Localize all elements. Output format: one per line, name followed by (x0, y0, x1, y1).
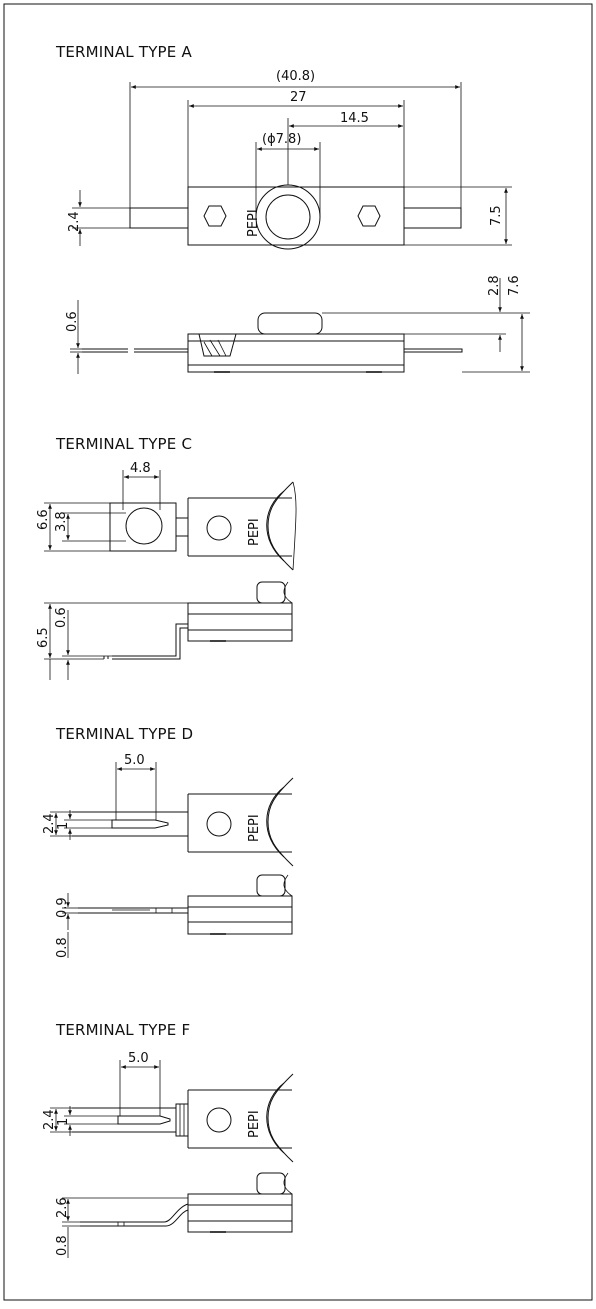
dim-tab-height: 2.4 (42, 813, 57, 834)
dim-body-height: 7.5 (489, 205, 504, 226)
body-hole-icon (206, 1107, 232, 1133)
type-a-side-view (82, 312, 463, 373)
type-f-dimensions: 5.0 2.4 1 (42, 1051, 161, 1136)
side-body (187, 602, 293, 642)
dim-body-length: 27 (290, 90, 307, 105)
left-tab (129, 207, 189, 229)
side-body (187, 1193, 293, 1233)
type-f-top-view: PEPI (72, 1073, 294, 1163)
body-hole-icon (206, 811, 232, 837)
dim-slot-length: 5.0 (124, 753, 145, 768)
dim-total-height: 7.6 (507, 275, 522, 296)
dim-button-diameter: (ϕ7.8) (262, 132, 301, 147)
logo-text: PEPI (247, 518, 262, 546)
dim-hole-width: 4.8 (130, 461, 151, 476)
dim-side-height: 6.5 (36, 627, 51, 648)
type-d-top-view: PEPI (72, 777, 294, 867)
type-a-dimensions: (40.8) 27 14.5 (ϕ7.8) 2.4 7.5 (67, 69, 512, 246)
type-a-top-view: PEPI (129, 184, 462, 250)
side-body (187, 895, 293, 935)
type-a-side-dimensions: 0.6 2.8 7.6 (65, 275, 530, 374)
side-button (256, 874, 286, 897)
section-title: TERMINAL TYPE F (55, 1021, 190, 1039)
dim-slot-width: 1 (56, 822, 71, 830)
type-f-side-dimensions: 2.6 0.8 (55, 1197, 188, 1258)
type-c-side-dimensions: 6.5 0.6 (36, 602, 188, 680)
section-title: TERMINAL TYPE D (55, 725, 193, 743)
dim-side-a: 2.6 (55, 1197, 70, 1218)
dim-hole-height: 3.8 (54, 511, 69, 532)
sheet-border (3, 3, 593, 1301)
logo-text: PEPI (247, 1110, 262, 1138)
type-d-side-dimensions: 0.9 0.8 (55, 893, 78, 958)
dim-button-height: 2.8 (487, 275, 502, 296)
dim-tab-height: 2.4 (67, 211, 82, 232)
terminal-slot (117, 1115, 171, 1125)
dim-side-b: 0.8 (55, 1235, 70, 1256)
body-hole-icon (206, 515, 232, 541)
type-c-top-view: PEPI (109, 481, 297, 571)
type-d-side-view (78, 874, 293, 935)
dim-side-b: 0.8 (55, 937, 70, 958)
right-hex-icon (357, 205, 381, 227)
section-type-f: TERMINAL TYPE F PEPI 5.0 2.4 (42, 1021, 294, 1258)
terminal-slot (111, 819, 169, 829)
dim-side-a: 0.9 (55, 897, 70, 918)
body-outline (187, 186, 405, 246)
logo-text: PEPI (246, 209, 261, 237)
dim-center-offset: 14.5 (340, 111, 369, 126)
type-c-side-view (103, 581, 293, 660)
logo-text: PEPI (247, 814, 262, 842)
dim-overall-length: (40.8) (276, 69, 315, 84)
side-button (256, 1172, 286, 1195)
dim-side-thickness: 0.6 (54, 607, 69, 628)
dim-outer-height: 6.6 (36, 509, 51, 530)
side-body (187, 333, 405, 373)
section-type-a: TERMINAL TYPE A PEPI (40.8) 27 14.5 (55, 43, 530, 374)
dim-slot-length: 5.0 (128, 1051, 149, 1066)
dim-tab-height: 2.4 (42, 1109, 57, 1130)
type-d-dimensions: 5.0 2.4 1 (42, 753, 157, 840)
left-hex-icon (203, 205, 227, 227)
section-type-d: TERMINAL TYPE D PEPI 5.0 2.4 1 (42, 725, 294, 958)
section-type-c: TERMINAL TYPE C PEPI 4.8 6.6 3.8 (36, 435, 297, 680)
type-c-dimensions: 4.8 6.6 3.8 (36, 461, 161, 552)
side-button (256, 581, 286, 604)
section-title: TERMINAL TYPE A (55, 43, 192, 61)
type-f-side-view (80, 1172, 293, 1233)
side-button (257, 312, 323, 335)
dim-slot-width: 1 (56, 1118, 71, 1126)
terminal-hole (125, 507, 163, 545)
section-title: TERMINAL TYPE C (55, 435, 192, 453)
dim-side-thickness: 0.6 (65, 311, 80, 332)
right-tab (403, 207, 462, 229)
button-inner-circle (265, 194, 311, 240)
